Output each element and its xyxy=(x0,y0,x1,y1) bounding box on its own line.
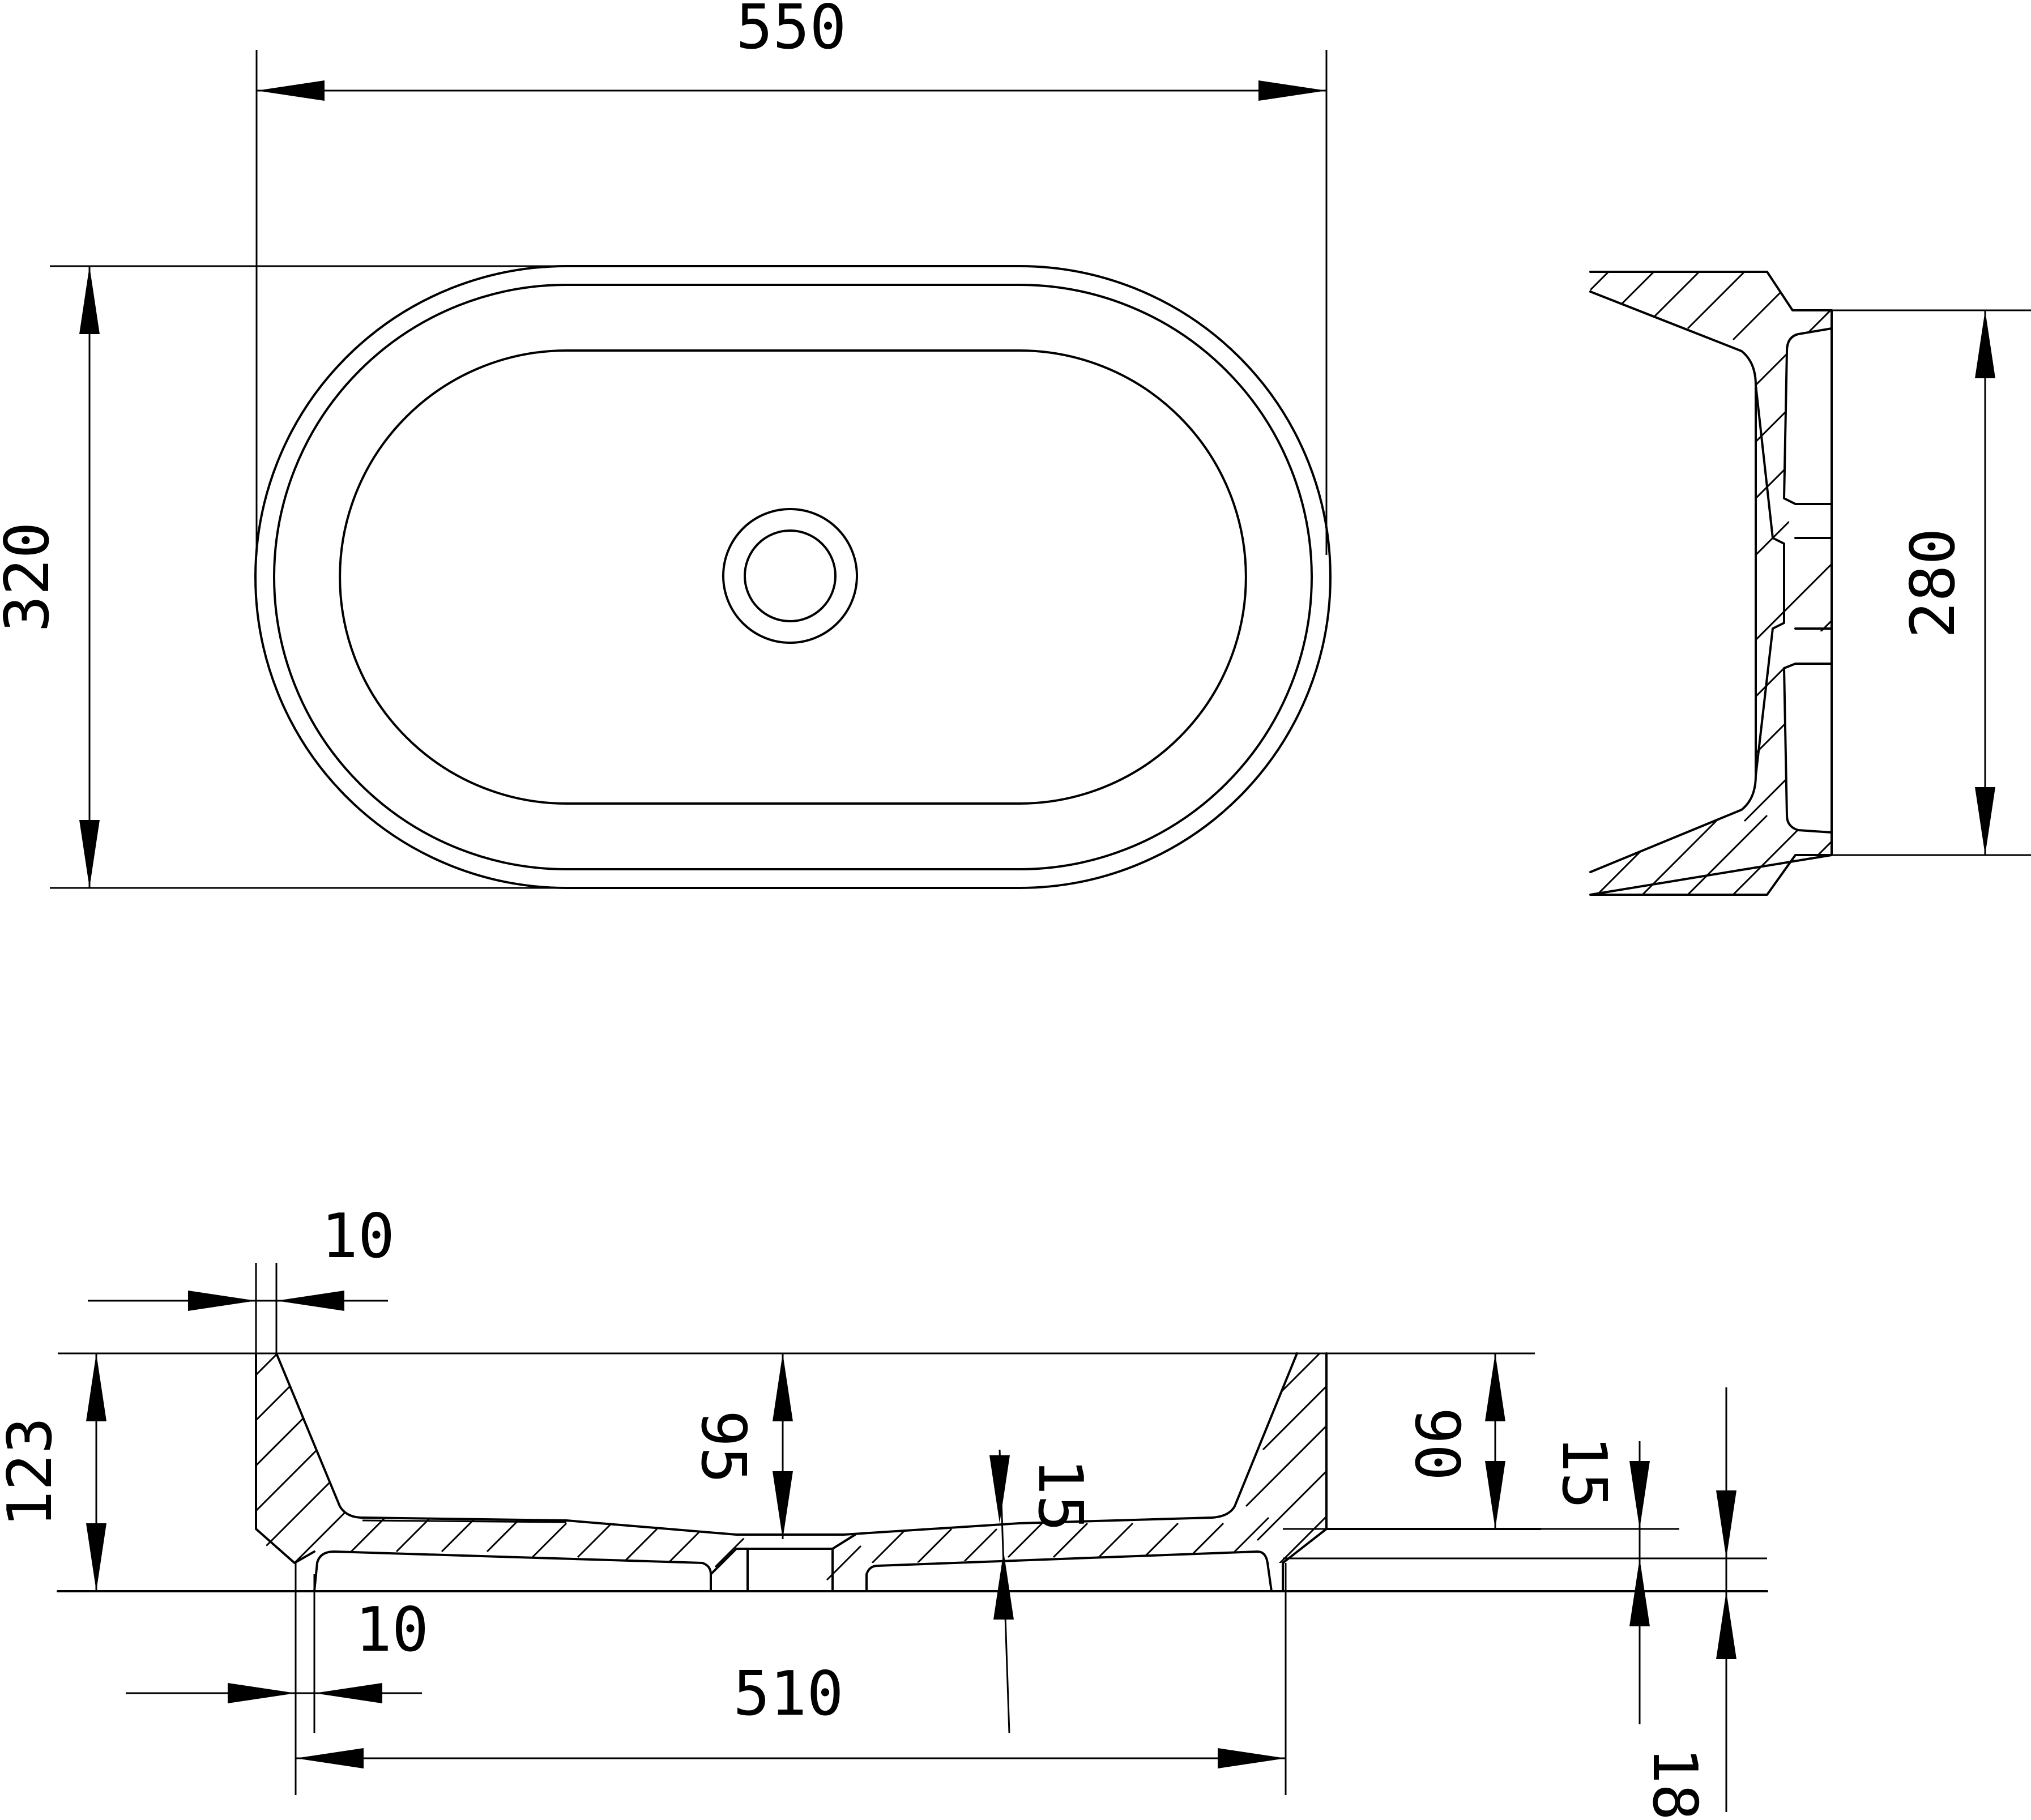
dim-arrow-15-up xyxy=(993,1552,1014,1620)
front-underside-right xyxy=(865,1550,1273,1592)
dim-height-label: 320 xyxy=(0,522,63,632)
dim-arrow-95-down xyxy=(773,1471,793,1539)
side-inner-profile xyxy=(1589,290,1757,873)
dim-rim-label: 10 xyxy=(321,1201,395,1272)
dim-arrow-90-up xyxy=(1485,1353,1505,1421)
dim-arrow-123-up xyxy=(86,1353,106,1421)
dim-base-height-label: 18 xyxy=(1639,1747,1710,1820)
dim-bottom-thickness-label: 15 xyxy=(1025,1458,1095,1532)
dim-right-depth-label: 90 xyxy=(1401,1407,1472,1481)
dim-arrow-up xyxy=(79,266,100,334)
side-section-outline xyxy=(1589,271,1833,896)
dim-base-width-label: 510 xyxy=(733,1659,843,1729)
side-skirt-lower xyxy=(1783,663,1833,834)
front-left-wall xyxy=(255,1352,315,1564)
basin-outer-outline xyxy=(254,265,1332,889)
dim-arrow-left xyxy=(257,80,325,101)
dim-arrow-b10-right xyxy=(314,1683,382,1703)
dim-arrow-510-right xyxy=(1218,1748,1286,1768)
drain-outer-circle xyxy=(722,508,858,644)
dim-width-label: 550 xyxy=(736,0,846,63)
side-view: 280 xyxy=(1589,271,2031,896)
dim-arrow-510-left xyxy=(296,1748,364,1768)
dim-arrow-rim-right xyxy=(276,1291,344,1311)
front-underside-left xyxy=(313,1550,712,1592)
dim-total-height-label: 123 xyxy=(0,1417,66,1527)
drain-inner-circle xyxy=(744,529,837,622)
top-view: 550 320 xyxy=(0,0,1332,889)
dim-arrow-rim-left xyxy=(188,1291,256,1311)
bowl-outline xyxy=(339,349,1247,805)
dim-arrow-down-side xyxy=(1975,787,1995,855)
dim-bottom-offset-label: 10 xyxy=(355,1595,429,1665)
dim-arrow-95-up xyxy=(773,1353,793,1421)
dim-arrow-18-up xyxy=(1716,1591,1736,1659)
dim-arrow-15-down xyxy=(989,1455,1010,1523)
dim-arrow-123-down xyxy=(86,1523,106,1591)
front-inner-profile xyxy=(275,1352,1298,1536)
front-section-view: 10 123 95 15 90 15 18 xyxy=(0,1201,1768,1820)
dim-arrow-18-down xyxy=(1716,1490,1736,1558)
basin-rim-inner-outline xyxy=(273,284,1313,870)
dim-arrow-b10-left xyxy=(228,1683,296,1703)
side-wall-inner xyxy=(1755,384,1785,777)
side-skirt-upper xyxy=(1783,327,1833,505)
dim-arrow-up-side xyxy=(1975,310,1995,378)
dim-depth-label: 95 xyxy=(688,1410,758,1484)
dim-arrow-r15-down xyxy=(1629,1461,1650,1529)
dim-arrow-right xyxy=(1258,80,1326,101)
dim-side-height-label: 280 xyxy=(1898,528,1969,638)
dim-right-thickness-label: 15 xyxy=(1548,1436,1619,1509)
front-drain xyxy=(710,1533,856,1592)
dim-arrow-r15-up xyxy=(1629,1558,1650,1626)
dim-arrow-90-down xyxy=(1485,1461,1505,1529)
dim-arrow-down xyxy=(79,820,100,888)
